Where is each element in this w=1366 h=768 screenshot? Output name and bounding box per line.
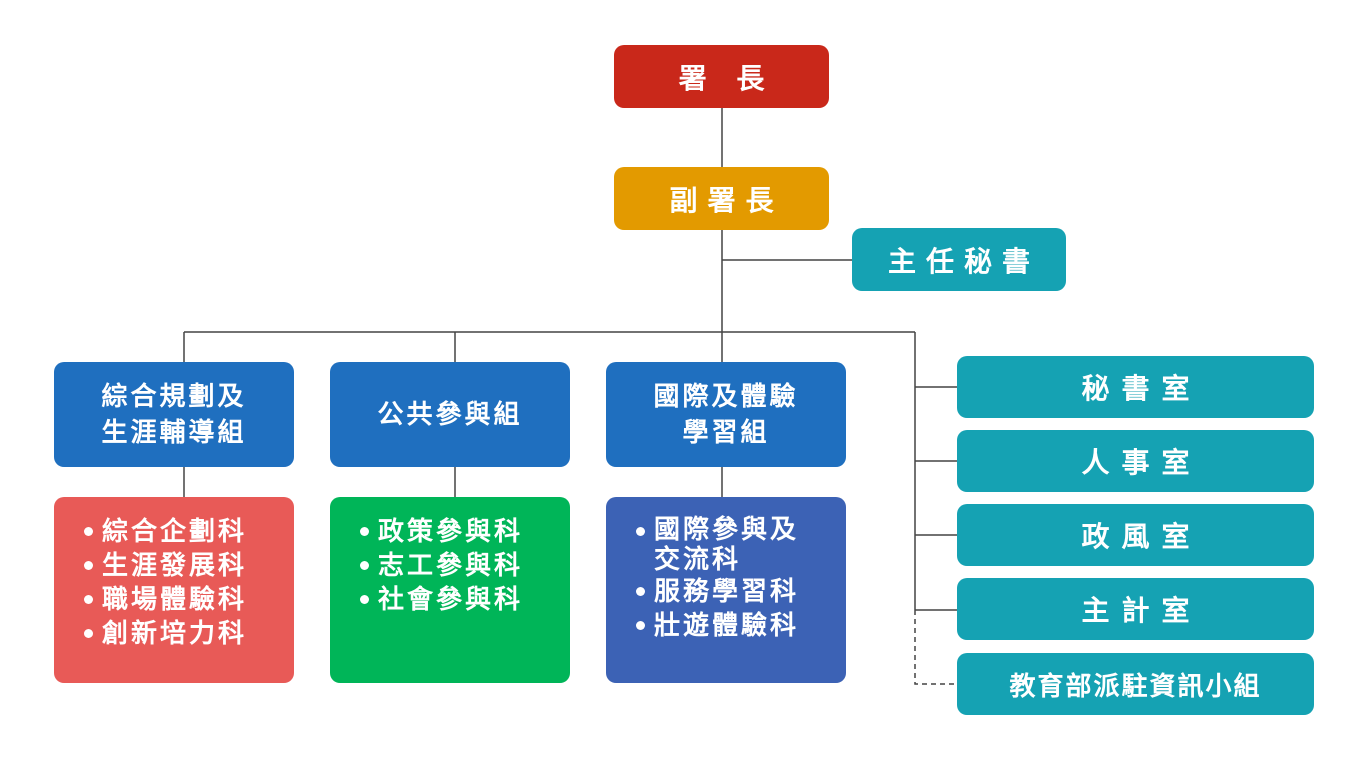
unit-list-2: 政策參與科 志工參與科 社會參與科 — [358, 515, 523, 617]
units-box-2: 政策參與科 志工參與科 社會參與科 — [330, 497, 570, 683]
units-box-3: 國際參與及交流科 服務學習科 壯遊體驗科 — [606, 497, 846, 683]
office-box-4: 主計室 — [957, 578, 1314, 640]
group-name-1: 綜合規劃及 生涯輔導組 — [101, 381, 247, 448]
group-name-3: 國際及體驗 學習組 — [653, 381, 799, 448]
group-name-2: 公共參與組 — [377, 399, 523, 430]
head-box: 署 長 — [614, 45, 829, 108]
office-label: 主計室 — [1081, 594, 1202, 627]
secretary-general-label: 主任秘書 — [887, 244, 1040, 278]
office-box-2: 人事室 — [957, 430, 1314, 492]
deputy-box: 副署長 — [614, 167, 829, 230]
unit-item: 國際參與及交流科 — [634, 515, 814, 575]
office-label: 人事室 — [1081, 446, 1202, 479]
office-label: 政風室 — [1081, 520, 1202, 553]
connector-office-5-dashed — [914, 610, 958, 685]
unit-item: 創新培力科 — [82, 617, 247, 651]
office-box-3: 政風室 — [957, 504, 1314, 566]
unit-item: 社會參與科 — [358, 583, 523, 617]
office-label: 教育部派駐資訊小組 — [1009, 671, 1262, 702]
group-box-2: 公共參與組 — [330, 362, 570, 467]
unit-list-3: 國際參與及交流科 服務學習科 壯遊體驗科 — [634, 515, 814, 643]
unit-item: 壯遊體驗科 — [634, 609, 814, 643]
secretary-general-box: 主任秘書 — [852, 228, 1066, 291]
unit-list-1: 綜合企劃科 生涯發展科 職場體驗科 創新培力科 — [82, 515, 247, 651]
head-label: 署 長 — [678, 61, 775, 95]
unit-item: 政策參與科 — [358, 515, 523, 549]
unit-item: 綜合企劃科 — [82, 515, 247, 549]
unit-item: 服務學習科 — [634, 575, 814, 609]
unit-item: 志工參與科 — [358, 549, 523, 583]
deputy-label: 副署長 — [669, 183, 784, 217]
group-box-1: 綜合規劃及 生涯輔導組 — [54, 362, 294, 467]
units-box-1: 綜合企劃科 生涯發展科 職場體驗科 創新培力科 — [54, 497, 294, 683]
unit-item: 生涯發展科 — [82, 549, 247, 583]
office-box-1: 秘書室 — [957, 356, 1314, 418]
group-box-3: 國際及體驗 學習組 — [606, 362, 846, 467]
office-box-5: 教育部派駐資訊小組 — [957, 653, 1314, 715]
unit-item: 職場體驗科 — [82, 583, 247, 617]
office-label: 秘書室 — [1081, 372, 1202, 405]
